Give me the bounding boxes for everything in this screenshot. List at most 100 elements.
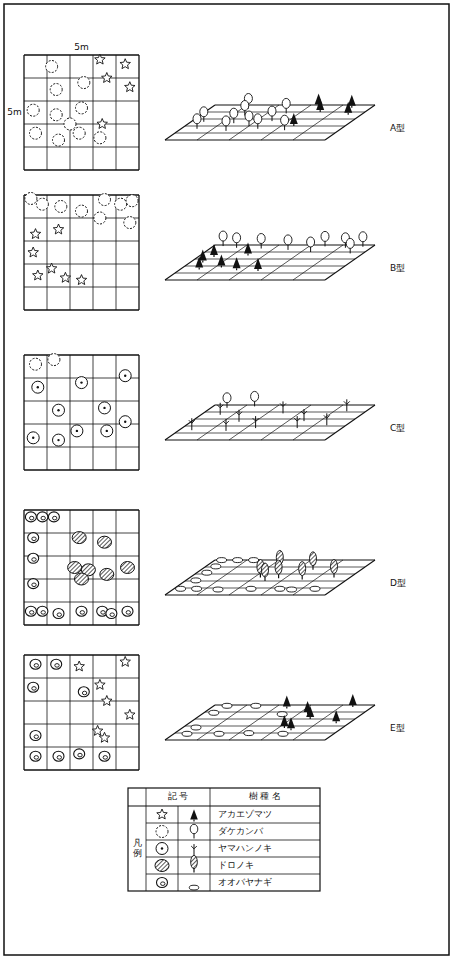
grid-line: [165, 245, 215, 280]
willow-symbol: [214, 731, 224, 736]
type-label: D型: [390, 578, 430, 589]
grid-line: [185, 126, 345, 127]
alder-branch: [301, 411, 307, 414]
grid-line: [175, 133, 335, 134]
grid-line: [293, 405, 343, 440]
grid-line: [47, 195, 48, 310]
table-line: [146, 874, 320, 875]
grid-line: [116, 655, 117, 770]
conifer-symbol: [217, 254, 225, 265]
ring-symbol: [78, 687, 89, 697]
grid-line: [24, 769, 139, 770]
grid-line: [24, 447, 139, 448]
dashed-circle-symbol: [115, 198, 127, 210]
willow-symbol: [182, 731, 192, 736]
perspective-grid: [165, 694, 375, 740]
grid-line: [24, 354, 139, 355]
dashed-circle-symbol: [27, 104, 39, 116]
grid-line: [293, 560, 343, 595]
trunk: [320, 110, 321, 112]
ring-inner: [82, 691, 86, 695]
grid-line: [24, 747, 139, 748]
hatched-symbol: [155, 860, 169, 872]
conifer-symbol: [349, 694, 357, 705]
grid-line: [197, 560, 247, 595]
ring-symbol: [74, 749, 85, 759]
ring-symbol: [30, 731, 41, 741]
conifer-symbol: [283, 696, 291, 707]
ring-inner: [110, 613, 114, 617]
hatched-symbol: [100, 568, 114, 580]
ring-inner: [32, 687, 36, 691]
grid-line: [205, 112, 365, 113]
type-label: B型: [390, 263, 430, 274]
dashed-circle-symbol: [30, 358, 42, 370]
grid-line: [24, 509, 139, 510]
dashed-circle-symbol: [48, 354, 60, 366]
alder-symbol: [226, 419, 227, 431]
grid-line: [116, 355, 117, 470]
ring-symbol: [30, 751, 41, 761]
dashed-circle-symbol: [94, 132, 106, 144]
ring-inner: [32, 537, 36, 541]
grid-line: [261, 245, 311, 280]
grid-line: [70, 55, 71, 170]
willow-symbol: [191, 725, 201, 730]
grid-line: [116, 195, 117, 310]
dashed-circle-symbol: [64, 118, 76, 130]
grid-line: [229, 705, 279, 740]
willow-symbol: [176, 586, 186, 591]
plan-grid: [24, 655, 139, 770]
grid-line: [205, 252, 365, 253]
alder-symbol: [220, 403, 221, 415]
alder-branch: [223, 421, 229, 424]
grid-line: [165, 560, 215, 595]
trunk: [352, 705, 353, 707]
trunk: [260, 574, 261, 578]
star-symbol: [95, 54, 105, 64]
birch-symbol: [282, 98, 290, 108]
conifer-symbol: [210, 244, 218, 255]
grid-line: [24, 401, 139, 402]
grid-line: [185, 726, 345, 727]
grid-line: [24, 218, 139, 219]
grid-line: [23, 55, 24, 170]
poplar-symbol: [299, 562, 306, 576]
grid-line: [197, 405, 247, 440]
grid-line: [229, 560, 279, 595]
trunk: [351, 106, 352, 108]
grid-line: [138, 195, 139, 310]
ring-inner: [55, 664, 59, 668]
alder-branch: [253, 418, 259, 421]
trunk: [213, 255, 214, 257]
type-label: A型: [390, 123, 430, 134]
ring-symbol: [28, 533, 39, 543]
table-line: [128, 805, 320, 806]
table-line: [146, 823, 320, 824]
star-symbol: [120, 59, 130, 69]
ring-symbol: [28, 553, 39, 563]
grid-line: [195, 574, 355, 575]
grid-line: [195, 119, 355, 120]
willow-symbol: [211, 564, 221, 569]
hatched-symbol: [68, 562, 82, 574]
ring-inner: [53, 516, 57, 520]
trunk: [302, 576, 303, 580]
alder-branch: [189, 420, 195, 423]
perspective-grid: [165, 93, 375, 140]
species-name: ダケカンバ: [218, 826, 263, 837]
ring-symbol: [28, 579, 39, 589]
hatched-symbol: [98, 536, 112, 548]
grid-line: [24, 194, 139, 195]
grid-line: [175, 433, 335, 434]
grid-line: [24, 624, 139, 625]
grid-line: [138, 55, 139, 170]
star-symbol: [125, 709, 135, 719]
grid-line: [261, 405, 311, 440]
ring-symbol: [25, 512, 36, 522]
dashed-circle-symbol: [78, 77, 90, 89]
plan-grid: [24, 54, 139, 170]
star-symbol: [102, 696, 112, 706]
dashed-circle-symbol: [156, 826, 168, 838]
table-line: [146, 840, 320, 841]
